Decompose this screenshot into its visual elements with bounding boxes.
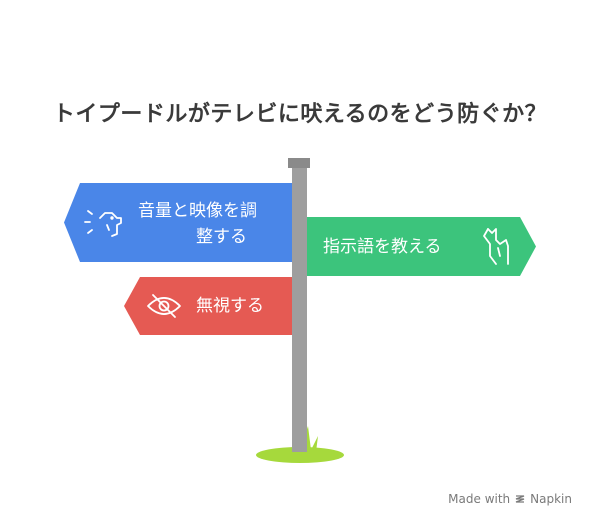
signpost-pole bbox=[292, 168, 307, 452]
signpost-pole-cap bbox=[288, 158, 310, 168]
sign-volume-board[interactable] bbox=[64, 183, 292, 262]
sign-volume-label-line1: 音量と映像を調 bbox=[138, 201, 257, 221]
sign-volume-label-line2: 整する bbox=[196, 227, 247, 247]
made-with-footer[interactable]: Made with Napkin bbox=[448, 492, 572, 506]
pointing-hand-icon bbox=[483, 228, 509, 265]
footer-brand: Napkin bbox=[530, 492, 572, 506]
page-title: トイプードルがテレビに吠えるのをどう防ぐか？ bbox=[52, 102, 548, 127]
sign-command-label: 指示語を教える bbox=[323, 237, 442, 257]
sign-ignore-board[interactable] bbox=[124, 277, 292, 335]
ground-grass bbox=[256, 447, 344, 463]
sign-command-board[interactable] bbox=[307, 217, 536, 276]
footer-prefix: Made with bbox=[448, 492, 511, 506]
barking-dog-icon bbox=[84, 210, 122, 237]
sign-ignore-label: 無視する bbox=[196, 296, 264, 316]
eye-off-icon bbox=[147, 294, 181, 318]
sign-volume-label: 音量と映像を調 整する bbox=[138, 198, 288, 250]
napkin-logo-icon bbox=[515, 495, 525, 503]
